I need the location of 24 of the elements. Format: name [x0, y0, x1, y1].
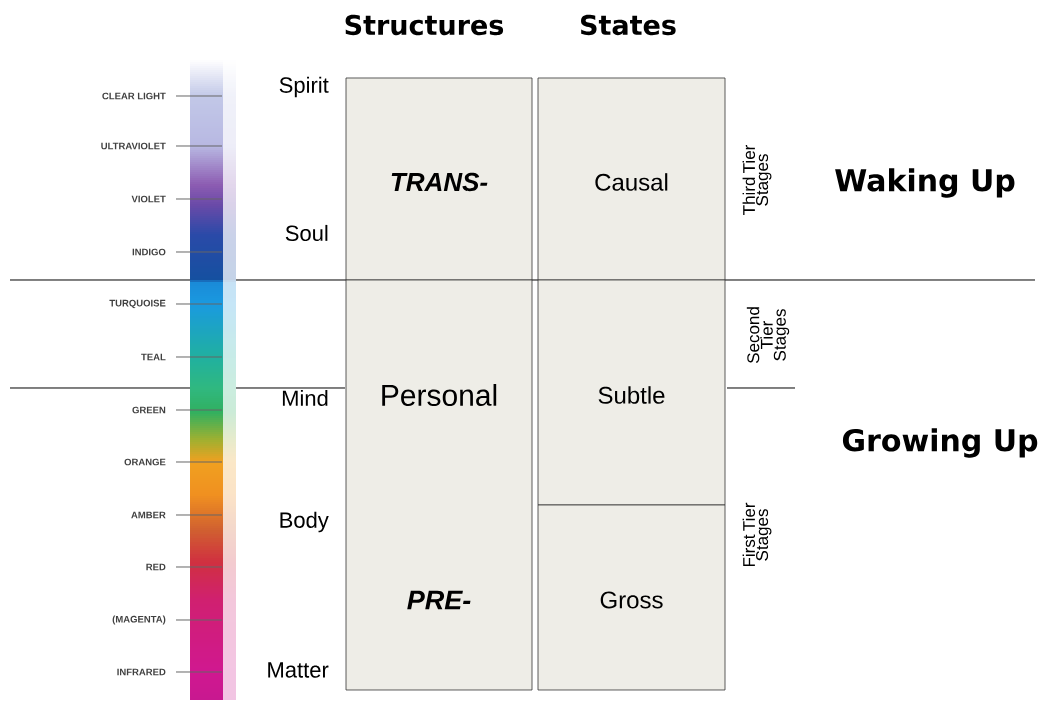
color-name: CLEAR LIGHT: [102, 92, 166, 100]
color-name: AMBER: [131, 511, 166, 519]
side-heading: Waking Up: [835, 168, 1015, 198]
text-box: Causal: [537, 77, 726, 281]
color-name: GREEN: [132, 406, 166, 414]
color-name: INDIGO: [132, 248, 166, 256]
color-name: ULTRAVIOLET: [101, 142, 166, 150]
color-name: RED: [146, 563, 166, 571]
text-box: Subtle: [537, 279, 726, 506]
color-name: VIOLET: [131, 195, 166, 203]
column-heading: States: [581, 14, 676, 36]
tier-label: Third Tier Stages: [742, 144, 772, 215]
tier-label: Second Tier Stages: [746, 307, 790, 364]
level-name: Soul: [285, 224, 328, 242]
text-box: Gross: [537, 504, 726, 691]
tier-label: First Tier Stages: [742, 502, 772, 567]
column-heading: Structures: [345, 14, 504, 36]
color-name: INFRARED: [117, 668, 166, 676]
color-name: ORANGE: [124, 458, 166, 466]
text-box: TRANS-: [345, 77, 533, 281]
color-name: TURQUOISE: [109, 299, 166, 309]
side-heading: Growing Up: [842, 428, 1038, 458]
color-name: TEAL: [141, 353, 166, 361]
color-name: (MAGENTA): [112, 615, 166, 625]
